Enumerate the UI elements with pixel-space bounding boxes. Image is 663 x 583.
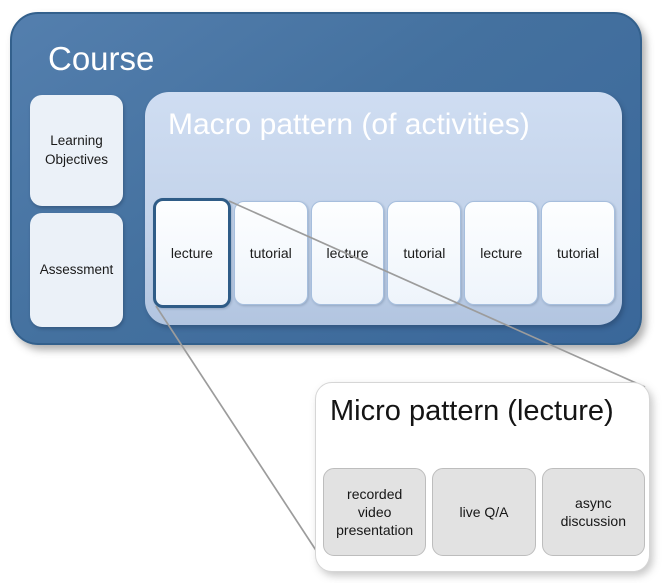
activity-box-lecture: lecture (310, 201, 385, 305)
activity-label: tutorial (249, 245, 292, 261)
activity-box-lecture: lecture (464, 201, 539, 305)
sidebar-item-label: Learning Objectives (44, 133, 109, 167)
micro-item-live-qa: live Q/A (432, 468, 536, 556)
micro-pattern-title: Micro pattern (lecture) (330, 395, 614, 427)
activity-box-tutorial: tutorial (233, 201, 308, 305)
micro-item-label: live Q/A (459, 503, 509, 520)
activity-label: lecture (326, 245, 369, 261)
micro-pattern-box: Micro pattern (lecture) recorded video p… (315, 382, 650, 572)
sidebar-item-assessment: Assessment (30, 213, 123, 327)
micro-item-label: recorded video presentation (336, 485, 414, 539)
activity-box-lecture-selected: lecture (153, 198, 231, 308)
micro-item-recorded-video: recorded video presentation (323, 468, 427, 556)
activities-row: lecture tutorial lecture tutorial lectur… (153, 198, 615, 308)
activity-label: tutorial (403, 245, 446, 261)
activity-box-tutorial: tutorial (387, 201, 462, 305)
macro-pattern-title: Macro pattern (of activities) (168, 108, 530, 141)
activity-box-tutorial: tutorial (541, 201, 615, 305)
activity-label: lecture (480, 245, 523, 261)
micro-item-async-discussion: async discussion (541, 468, 645, 556)
course-title: Course (48, 40, 155, 77)
activity-label: lecture (170, 245, 213, 261)
sidebar-item-learning-objectives: Learning Objectives (30, 95, 123, 206)
activity-label: tutorial (557, 245, 600, 261)
sidebar-item-label: Assessment (39, 261, 114, 277)
micro-items-row: recorded video presentation live Q/A asy… (323, 468, 645, 556)
micro-item-label: async discussion (560, 494, 626, 529)
